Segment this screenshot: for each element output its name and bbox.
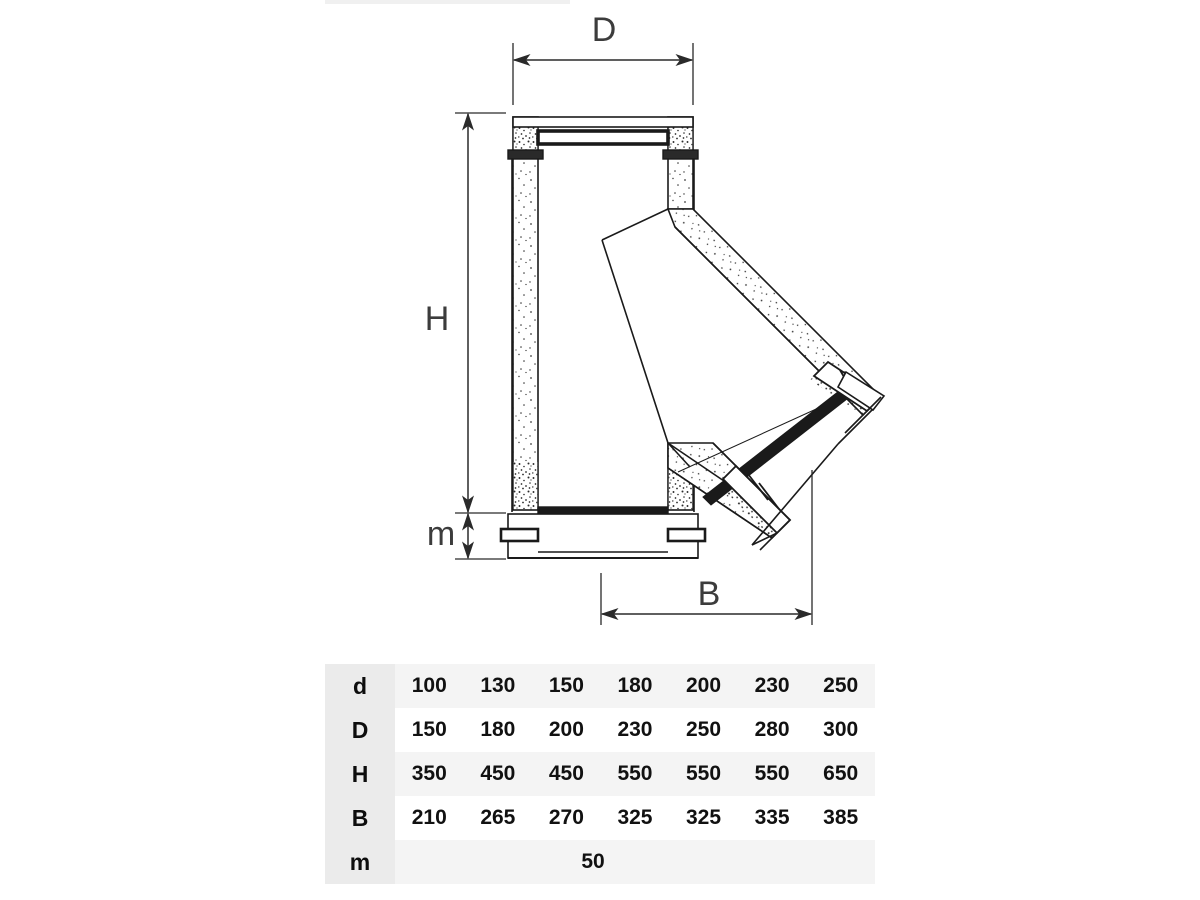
cell-m-all: 50 xyxy=(395,840,875,884)
top-plate-outer xyxy=(512,116,694,128)
table-row: B 210 265 270 325 325 335 385 xyxy=(325,796,875,840)
left-wall-insulation-bottom-dense xyxy=(513,462,538,509)
cell-d-4: 180 xyxy=(600,664,670,708)
bottom-socket-assembly xyxy=(499,506,707,559)
cell-d-3: 150 xyxy=(532,664,601,708)
cell-H-2: 450 xyxy=(463,752,533,796)
top-spigot-assembly xyxy=(507,116,699,512)
dim-B-label: B xyxy=(698,575,721,613)
branch-45-assembly xyxy=(601,208,886,551)
cell-B-4: 325 xyxy=(600,796,670,840)
branch-end-face-upper xyxy=(844,396,882,434)
dimension-m: m xyxy=(427,512,506,560)
cell-d-7: 250 xyxy=(806,664,875,708)
cell-H-5: 550 xyxy=(669,752,738,796)
cell-D-6: 280 xyxy=(737,708,807,752)
branch-seam-guide xyxy=(677,399,837,473)
branch-open-face xyxy=(751,443,839,546)
cell-D-3: 200 xyxy=(532,708,601,752)
cell-B-6: 335 xyxy=(737,796,807,840)
top-accent-bar xyxy=(325,0,570,4)
cell-d-5: 200 xyxy=(669,664,738,708)
branch-end-socket-upper xyxy=(812,360,886,445)
cell-H-1: 350 xyxy=(395,752,464,796)
cell-H-6: 550 xyxy=(737,752,807,796)
row-label-d: d xyxy=(325,664,395,708)
main-pipe-body xyxy=(512,116,694,512)
row-label-B: B xyxy=(325,796,395,840)
branch-end-face-upper-inner xyxy=(837,409,873,445)
cell-H-7: 650 xyxy=(806,752,875,796)
cell-d-2: 130 xyxy=(463,664,533,708)
cell-D-7: 300 xyxy=(806,708,875,752)
dim-D-label: D xyxy=(592,11,617,49)
table-row: H 350 450 450 550 550 550 650 xyxy=(325,752,875,796)
cell-D-1: 150 xyxy=(395,708,464,752)
top-spigot-bar xyxy=(536,129,670,146)
cell-B-5: 325 xyxy=(669,796,738,840)
dimension-H: H xyxy=(425,112,506,514)
bottom-seam-bar xyxy=(537,506,669,515)
table-row: D 150 180 200 230 250 280 300 xyxy=(325,708,875,752)
bottom-ring-left xyxy=(499,527,540,543)
cell-D-5: 250 xyxy=(669,708,738,752)
cell-B-1: 210 xyxy=(395,796,464,840)
table-row: d 100 130 150 180 200 230 250 xyxy=(325,664,875,708)
cell-D-2: 180 xyxy=(463,708,533,752)
cell-H-3: 450 xyxy=(532,752,601,796)
dim-m-label: m xyxy=(427,515,455,553)
dimension-B: B xyxy=(600,470,813,625)
branch-saddle-left-edge xyxy=(601,239,669,444)
cell-H-4: 550 xyxy=(600,752,670,796)
branch-casing-lower-edge xyxy=(712,442,791,521)
cell-B-3: 270 xyxy=(532,796,601,840)
branch-end-face-lower-inner xyxy=(751,532,778,546)
cell-d-1: 100 xyxy=(395,664,464,708)
cell-d-6: 230 xyxy=(737,664,807,708)
top-collar-left xyxy=(507,149,544,160)
row-label-H: H xyxy=(325,752,395,796)
branch-socket-upper-band2 xyxy=(836,370,886,412)
flue-cavity xyxy=(538,132,668,512)
row-label-D: D xyxy=(325,708,395,752)
cell-B-2: 265 xyxy=(463,796,533,840)
dim-H-label: H xyxy=(425,300,450,338)
spec-table-body: d 100 130 150 180 200 230 250 D 150 180 … xyxy=(325,664,875,884)
bottom-ring-right xyxy=(666,527,707,543)
row-label-m: m xyxy=(325,840,395,884)
branch-saddle-notch xyxy=(667,442,691,468)
branch-saddle-top-edge xyxy=(601,208,669,241)
branch-end-face-lower xyxy=(759,519,791,551)
cell-D-4: 230 xyxy=(600,708,670,752)
specification-table: d 100 130 150 180 200 230 250 D 150 180 … xyxy=(325,664,875,884)
branch-inner-line-lower xyxy=(667,467,773,539)
dimension-D: D xyxy=(512,11,694,105)
top-collar-right xyxy=(662,149,699,160)
left-wall-insulation xyxy=(512,116,539,511)
cell-B-7: 385 xyxy=(806,796,875,840)
table-row: m 50 xyxy=(325,840,875,884)
